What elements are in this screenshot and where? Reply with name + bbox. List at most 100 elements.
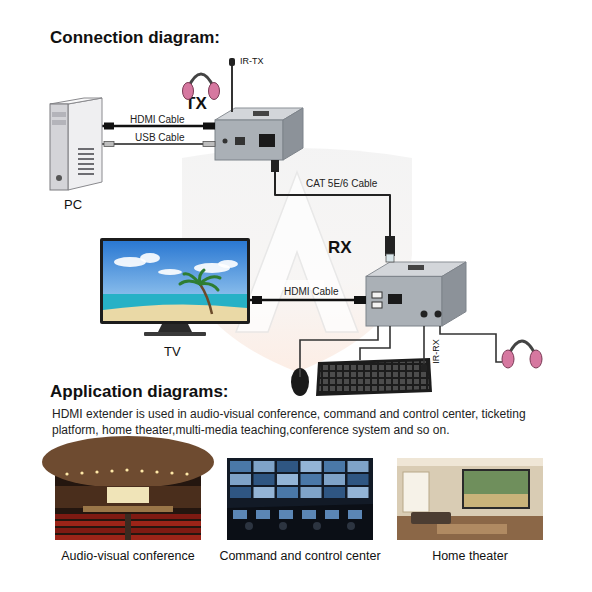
hdmi-plug <box>203 123 215 130</box>
tv-frame <box>100 238 250 324</box>
video-wall-screen <box>348 474 369 485</box>
photo-caption: Audio-visual conference <box>28 549 228 564</box>
rug <box>437 524 507 534</box>
application-photo-outline <box>397 458 543 540</box>
vent-slot <box>78 163 94 165</box>
drive-bay <box>52 120 66 125</box>
application-photo: Audio-visual conference <box>55 458 201 540</box>
window <box>403 472 429 512</box>
video-wall-screen <box>230 474 251 485</box>
pc-tower: PC <box>50 98 102 190</box>
rj45-port <box>388 294 402 304</box>
mouse-cable <box>300 326 378 368</box>
hdmi-plug <box>104 123 114 130</box>
operator <box>279 522 287 530</box>
vent-slot <box>78 153 94 155</box>
video-wall-screen <box>348 487 369 498</box>
video-wall-screen <box>348 461 369 472</box>
ceiling-light <box>95 470 98 473</box>
ceiling-light <box>140 469 143 472</box>
transmitter-box-outline <box>215 108 303 160</box>
headphone-cup <box>502 350 514 368</box>
tv-base <box>144 332 206 336</box>
pc-tower-outline <box>50 98 102 190</box>
mouse <box>291 368 309 396</box>
video-wall-screen <box>254 474 275 485</box>
palm-leaf <box>200 270 205 284</box>
mouse-button-line <box>300 369 301 377</box>
vent-slot <box>78 168 94 170</box>
cloud <box>218 260 238 268</box>
ceiling <box>42 436 214 488</box>
headphone-band <box>188 74 214 88</box>
video-wall-screen <box>277 461 298 472</box>
rj45-tip <box>386 254 394 262</box>
console-desk <box>227 504 373 540</box>
tower-top <box>50 98 102 104</box>
tower-front <box>50 104 68 190</box>
projection-screen <box>107 487 149 503</box>
video-wall-screen <box>324 474 345 485</box>
audio-jack <box>421 311 428 318</box>
video-wall-screen <box>254 461 275 472</box>
device-logo <box>408 265 424 270</box>
tv-sky <box>103 241 247 321</box>
receiver-box-outline <box>366 262 466 326</box>
video-wall-screen <box>230 487 251 498</box>
power-button <box>56 175 62 181</box>
video-wall-screen <box>324 487 345 498</box>
projection-screen <box>463 470 529 508</box>
device-side <box>442 262 466 326</box>
cable-connector <box>275 160 390 262</box>
port-label: IR-TX <box>240 56 264 67</box>
application-photo-outline <box>55 458 201 540</box>
ceiling-light <box>170 471 173 474</box>
ir-cable <box>231 62 233 112</box>
cable-label: CAT 5E/6 Cable <box>306 178 377 190</box>
hdmi-plug <box>252 296 262 304</box>
tv-stand <box>158 324 192 332</box>
operator <box>245 522 253 530</box>
usb-port <box>372 292 382 298</box>
desk-monitor <box>256 510 270 519</box>
usb-plug <box>104 142 114 147</box>
ir-sensor <box>421 364 427 372</box>
headphone-cup <box>530 350 542 368</box>
headphone-cup <box>183 83 194 100</box>
node-heading: RX <box>328 238 352 258</box>
ceiling-light <box>125 468 128 471</box>
drive-bay <box>52 112 66 117</box>
ceiling-light <box>110 469 113 472</box>
application-photo: Home theater <box>397 458 543 540</box>
operator <box>347 522 355 530</box>
ceiling-light <box>185 472 188 475</box>
node-label: PC <box>64 197 82 213</box>
ir-cable <box>423 326 425 366</box>
usb-port <box>372 302 382 308</box>
vent-slot <box>78 158 94 160</box>
wall <box>55 486 201 508</box>
node-label: TV <box>164 344 181 360</box>
cable-label: HDMI Cable <box>284 286 338 298</box>
usb-port <box>235 137 245 145</box>
cable-label: USB Cable <box>135 132 184 144</box>
description-text: HDMI extender is used in audio-visual co… <box>52 406 532 438</box>
tv-screen: TV <box>100 238 250 336</box>
video-wall-screen <box>301 487 322 498</box>
headphone-cable <box>440 326 502 362</box>
diagram-title: Connection diagram: <box>50 28 220 48</box>
video-wall-screen <box>230 461 251 472</box>
port-label: IR-RX <box>431 338 442 364</box>
tower-side <box>68 98 102 190</box>
ir-sensor <box>229 58 235 66</box>
device-front <box>366 276 442 326</box>
desk-monitor <box>348 510 362 519</box>
beach <box>103 304 247 321</box>
video-wall-screen <box>277 474 298 485</box>
rj45-plug <box>385 236 395 256</box>
keyboard <box>316 358 432 396</box>
palm-leaf <box>184 274 200 284</box>
ceiling-light <box>65 472 68 475</box>
sofa <box>411 512 451 524</box>
cable-label: HDMI Cable <box>130 114 184 126</box>
